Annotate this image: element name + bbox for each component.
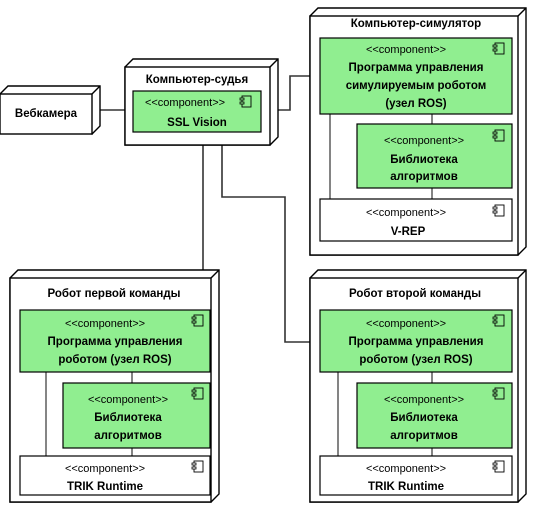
component-name: SSL Vision [167, 117, 227, 129]
component-sim-library: <<component>> Библиотека алгоритмов [356, 123, 513, 189]
component-icon [494, 387, 505, 400]
node-robot2: Робот второй команды <<component>> Прогр… [309, 269, 527, 503]
component-r2-library: <<component>> Библиотека алгоритмов [356, 382, 513, 449]
component-icon [494, 204, 505, 217]
component-ssl-vision: <<component>> SSL Vision [132, 90, 262, 133]
component-name: TRIK Runtime [67, 481, 143, 493]
component-icon [241, 95, 252, 108]
stereotype-label: <<component>> [366, 318, 446, 330]
node-title-robot2: Робот второй команды [349, 288, 481, 300]
node-title-judge: Компьютер-судья [146, 74, 248, 86]
component-name: TRIK Runtime [368, 481, 444, 493]
stereotype-label: <<component>> [366, 44, 446, 56]
component-name-line: Программа управления [349, 62, 484, 74]
component-name-line: алгоритмов [390, 430, 458, 442]
component-name-line: роботом (узел ROS) [359, 354, 472, 366]
component-name-line: Программа управления [48, 336, 183, 348]
component-sim-control: <<component>> Программа управления симул… [319, 37, 513, 115]
component-vrep: <<component>> V-REP [319, 198, 513, 242]
node-title-simulator: Компьютер-симулятор [351, 18, 481, 30]
component-name-line: роботом (узел ROS) [58, 354, 171, 366]
component-name-line: Библиотека [94, 412, 162, 424]
component-name-line: Библиотека [390, 154, 458, 166]
component-r1-library: <<component>> Библиотека алгоритмов [62, 382, 211, 449]
stereotype-label: <<component>> [384, 394, 464, 406]
component-r1-trik: <<component>> TRIK Runtime [19, 455, 211, 496]
connector-ssl-robot2 [221, 132, 320, 343]
component-icon [494, 42, 505, 55]
component-icon [193, 460, 204, 473]
node-robot1: Робот первой команды <<component>> Прогр… [9, 269, 220, 503]
stereotype-label: <<component>> [145, 97, 225, 109]
component-name-line: симулируемым роботом [346, 80, 487, 92]
node-webcam: Вебкамера [0, 85, 101, 135]
component-name-line: алгоритмов [94, 430, 162, 442]
component-icon [193, 387, 204, 400]
component-name-line: алгоритмов [390, 171, 458, 183]
node-title-robot1: Робот первой команды [48, 288, 181, 300]
component-r2-control: <<component>> Программа управления робот… [319, 309, 513, 373]
stereotype-label: <<component>> [88, 394, 168, 406]
node-judge: Компьютер-судья <<component>> SSL Vision [124, 58, 279, 146]
stereotype-label: <<component>> [65, 318, 145, 330]
node-simulator: Компьютер-симулятор <<component>> Програ… [309, 7, 527, 256]
component-icon [494, 314, 505, 327]
component-name-line: Программа управления [349, 336, 484, 348]
component-name: V-REP [391, 226, 426, 238]
component-name-line: (узел ROS) [385, 98, 446, 110]
stereotype-label: <<component>> [65, 463, 145, 475]
component-name-line: Библиотека [390, 412, 458, 424]
stereotype-label: <<component>> [384, 135, 464, 147]
component-r2-trik: <<component>> TRIK Runtime [319, 455, 513, 496]
stereotype-label: <<component>> [366, 207, 446, 219]
component-icon [193, 314, 204, 327]
component-icon [494, 129, 505, 142]
component-icon [494, 460, 505, 473]
stereotype-label: <<component>> [366, 463, 446, 475]
node-title-webcam: Вебкамера [15, 108, 78, 120]
component-r1-control: <<component>> Программа управления робот… [19, 309, 211, 373]
